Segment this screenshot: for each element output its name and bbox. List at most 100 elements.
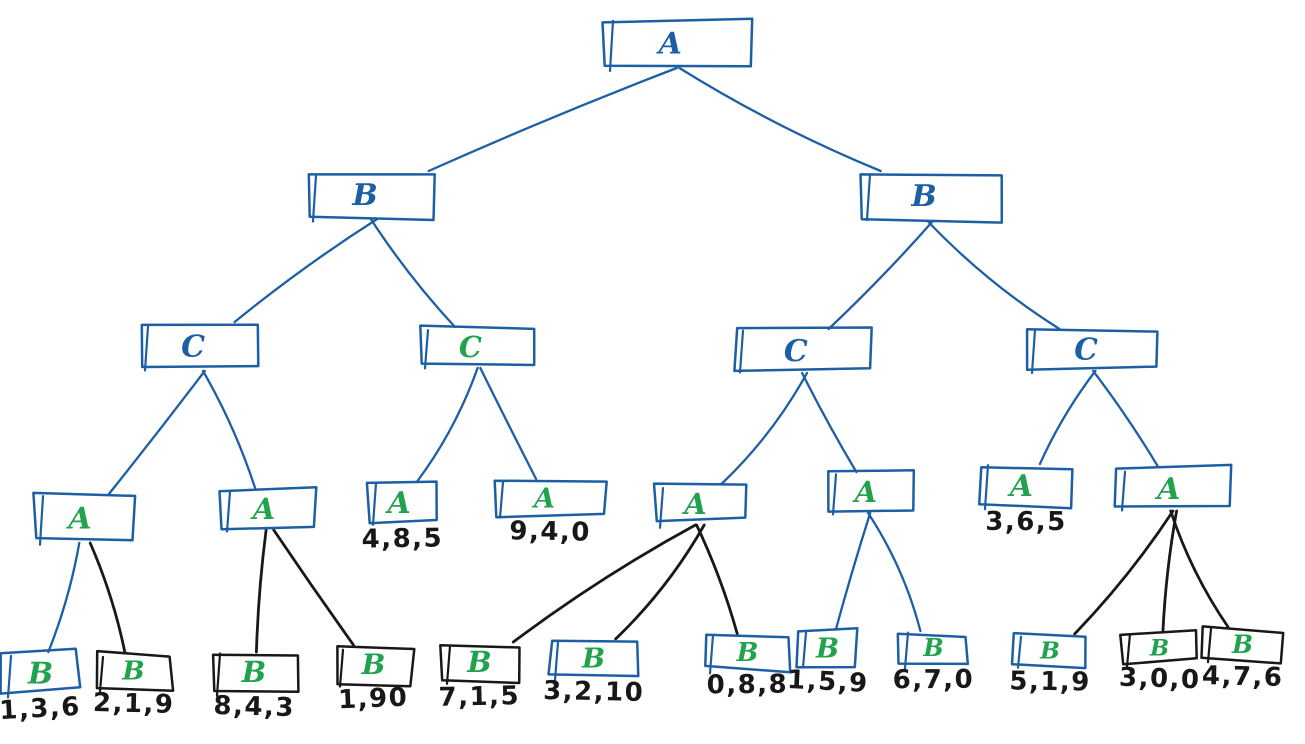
tree-node-a8: A	[1113, 463, 1233, 512]
node-box	[95, 649, 175, 692]
node-value-l4: 1,90	[338, 683, 409, 716]
node-box	[307, 173, 436, 222]
node-box-left-stroke	[445, 644, 452, 685]
node-box-left-stroke	[831, 473, 838, 516]
edge-a1-l2	[88, 541, 127, 654]
node-value-l11: 3,0,0	[1119, 663, 1202, 696]
node-box	[896, 632, 970, 666]
node-box	[704, 633, 792, 674]
edge-root-b2	[678, 66, 882, 173]
node-box-left-stroke	[1125, 632, 1132, 668]
node-box-left-stroke	[98, 655, 105, 693]
tree-node-a1: A	[32, 491, 137, 546]
tree-node-a7: A3,6,5	[977, 464, 1074, 537]
edge-b2-c3	[827, 219, 935, 331]
node-letter-l4: B	[361, 648, 386, 681]
node-box	[1119, 628, 1198, 666]
tree-node-a5: A	[652, 482, 748, 529]
node-box-left-stroke	[225, 490, 232, 533]
node-letter-c1: C	[181, 329, 205, 364]
node-value-l2: 2,1,9	[93, 688, 175, 720]
node-letter-root: A	[656, 26, 682, 61]
tree-node-c3: C	[733, 326, 873, 374]
node-value-l12: 4,7,6	[1202, 661, 1284, 693]
node-letter-a4: A	[531, 482, 555, 514]
edge-b2-c4	[926, 219, 1061, 331]
node-box	[733, 326, 873, 373]
node-letter-c3: C	[784, 334, 808, 369]
edge-c1-a1	[107, 369, 206, 496]
tree-node-l2: B2,1,9	[93, 649, 175, 720]
edge-a6-l8	[834, 511, 872, 631]
node-letter-l5: B	[466, 645, 491, 679]
node-letter-c2: C	[459, 330, 482, 364]
tree-node-c2: C	[419, 324, 536, 370]
edge-a8-l11	[1161, 509, 1178, 634]
node-box	[1025, 327, 1159, 372]
tree-node-l1: B1,3,6	[0, 647, 82, 726]
node-letter-a2: A	[250, 492, 275, 526]
tree-node-l4: B1,90	[336, 645, 416, 716]
node-value-a3: 4,8,5	[361, 523, 443, 554]
node-value-l5: 7,1,5	[438, 681, 520, 713]
tree-node-b1: B	[307, 173, 436, 223]
edge-a1-l1	[47, 541, 81, 654]
node-box-left-stroke	[1206, 627, 1213, 664]
edge-b1-c1	[233, 217, 379, 324]
node-letter-l1: B	[27, 656, 53, 691]
node-letter-l2: B	[121, 656, 144, 687]
tree-node-l5: B7,1,5	[438, 643, 521, 713]
edge-c1-a2	[201, 369, 257, 491]
node-box	[601, 17, 754, 68]
tree-node-a4: A9,4,0	[493, 479, 608, 548]
node-letter-a1: A	[65, 501, 91, 536]
node-box-left-stroke	[608, 19, 615, 73]
node-box	[859, 173, 1004, 224]
node-value-l6: 3,2,10	[543, 676, 645, 708]
node-letter-l10: B	[1039, 636, 1060, 664]
node-letter-l7: B	[736, 638, 759, 668]
node-letter-a7: A	[1007, 469, 1033, 504]
node-value-l10: 5,1,9	[1009, 666, 1091, 697]
node-value-a4: 9,4,0	[509, 516, 591, 548]
node-box-left-stroke	[143, 325, 150, 372]
node-box	[140, 323, 260, 369]
node-box-left-stroke	[311, 174, 318, 223]
tree-node-l8: B1,5,9	[786, 626, 869, 699]
node-box	[547, 639, 640, 678]
edge-a5-l6	[614, 523, 706, 641]
node-box	[336, 645, 416, 688]
node-value-l3: 8,4,3	[213, 691, 295, 723]
node-box-left-stroke	[498, 481, 505, 519]
edge-c3-a5	[720, 371, 809, 486]
tree-node-c1: C	[140, 323, 260, 372]
edge-c4-a7	[1038, 369, 1097, 466]
tree-node-l9: B6,7,0	[893, 631, 975, 696]
node-box	[827, 469, 916, 513]
node-box	[1113, 463, 1233, 508]
node-letter-c4: C	[1074, 332, 1098, 367]
node-letter-l3: B	[241, 655, 266, 689]
node-value-l7: 0,8,8	[706, 670, 788, 701]
node-box-left-stroke	[738, 329, 745, 374]
node-box-left-stroke	[801, 631, 808, 669]
tree-node-l3: B8,4,3	[211, 652, 300, 723]
tree-node-l10: B5,1,9	[1009, 631, 1091, 698]
node-letter-a5: A	[681, 487, 706, 521]
node-box	[419, 324, 536, 367]
node-box	[493, 479, 608, 519]
tree-node-b2: B	[859, 173, 1004, 224]
node-box-left-stroke	[708, 634, 715, 675]
edge-a2-l3	[254, 528, 268, 654]
edge-c3-a6	[800, 371, 858, 474]
node-letter-l11: B	[1149, 636, 1169, 662]
edge-a8-l12	[1169, 509, 1230, 629]
tree-node-l11: B3,0,0	[1119, 628, 1202, 696]
node-value-l9: 6,7,0	[893, 665, 975, 696]
edge-c2-a3	[416, 366, 479, 483]
node-box	[365, 480, 438, 525]
node-box	[977, 466, 1074, 510]
node-letter-l12: B	[1231, 630, 1253, 659]
node-box	[795, 626, 859, 669]
